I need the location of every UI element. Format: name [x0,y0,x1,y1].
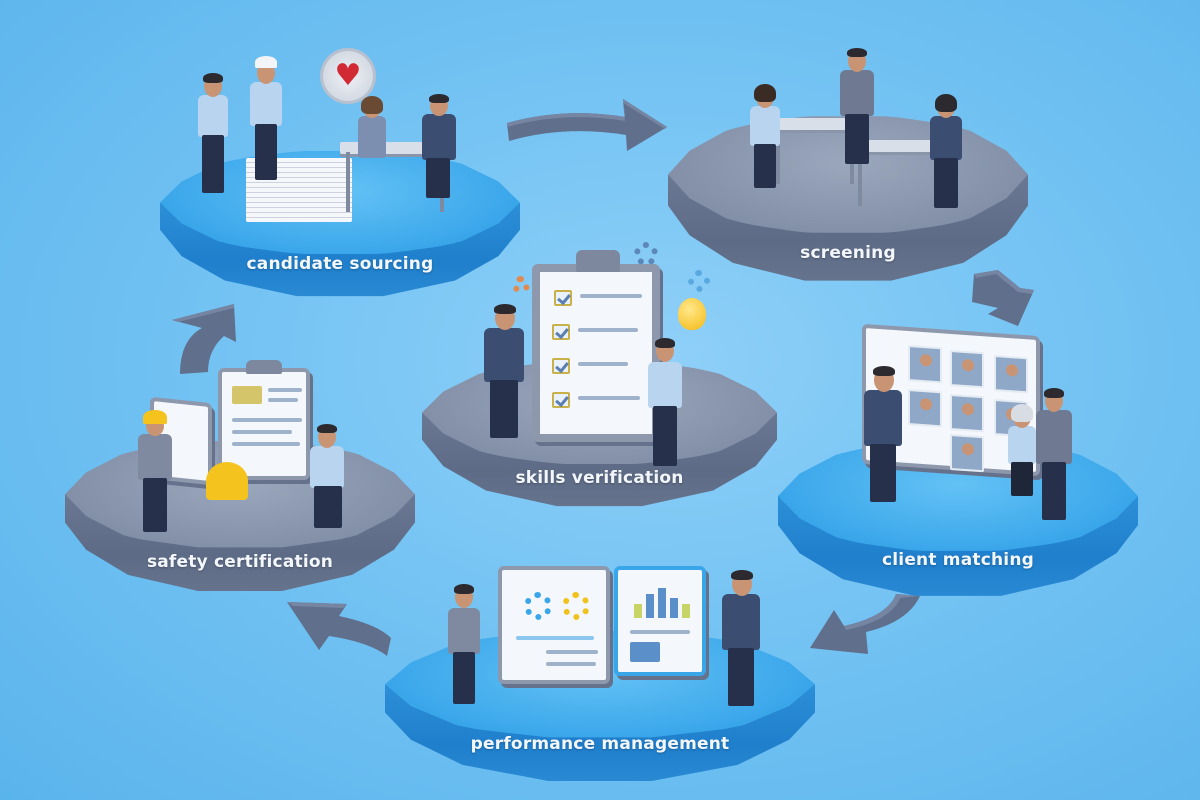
lightbulb-icon [678,298,706,330]
heart-badge-icon: ♥ [320,48,376,104]
scene-screening [730,40,1000,220]
stage-label: candidate sourcing [246,254,434,274]
gear-icon [634,242,658,266]
arrow-sourcing-to-screening-icon [505,95,670,155]
arrow-screening-to-matching-icon [968,268,1040,328]
arrow-performance-to-safety-icon [285,598,395,658]
stage-label: skills verification [515,468,684,488]
report-board [498,566,610,684]
hardhat-icon [255,56,277,68]
gear-icon [562,592,590,620]
chart-bar [634,604,642,618]
chart-bar [682,604,690,618]
candidate-photo [950,433,984,473]
stage-label: performance management [470,734,730,754]
candidate-photo [950,393,984,433]
stage-candidate-sourcing: candidate sourcing [160,150,520,300]
stage-label: client matching [882,550,1034,570]
gear-icon [688,270,710,292]
stage-label: safety certification [146,552,334,572]
checkbox-checked-icon [552,392,570,408]
stage-client-matching: client matching [778,440,1138,600]
arrow-safety-to-sourcing-icon [168,300,240,375]
checkbox-checked-icon [552,324,570,340]
candidate-photo [950,349,984,389]
scene-client-matching [840,320,1100,540]
checkbox-checked-icon [554,290,572,306]
chart-bar [670,598,678,618]
stage-label: screening [800,243,896,263]
scene-skills-verification [480,240,740,470]
scene-candidate-sourcing: ♥ [190,40,490,230]
checklist-clipboard [532,264,660,442]
checkbox-checked-icon [552,358,570,374]
chart-bar [646,594,654,618]
desk [770,118,860,130]
chart-bar [658,588,666,618]
scene-performance-management [430,560,780,710]
candidate-photo [994,355,1028,394]
hardhat-icon [206,462,248,500]
gear-icon [512,276,530,294]
arrow-matching-to-performance-icon [808,592,923,662]
candidate-photo [908,388,942,428]
scene-safety-certification [130,350,390,540]
gear-icon [524,592,552,620]
candidate-photo [908,344,942,384]
chart-board [614,566,706,676]
certificate-clipboard [218,368,310,480]
